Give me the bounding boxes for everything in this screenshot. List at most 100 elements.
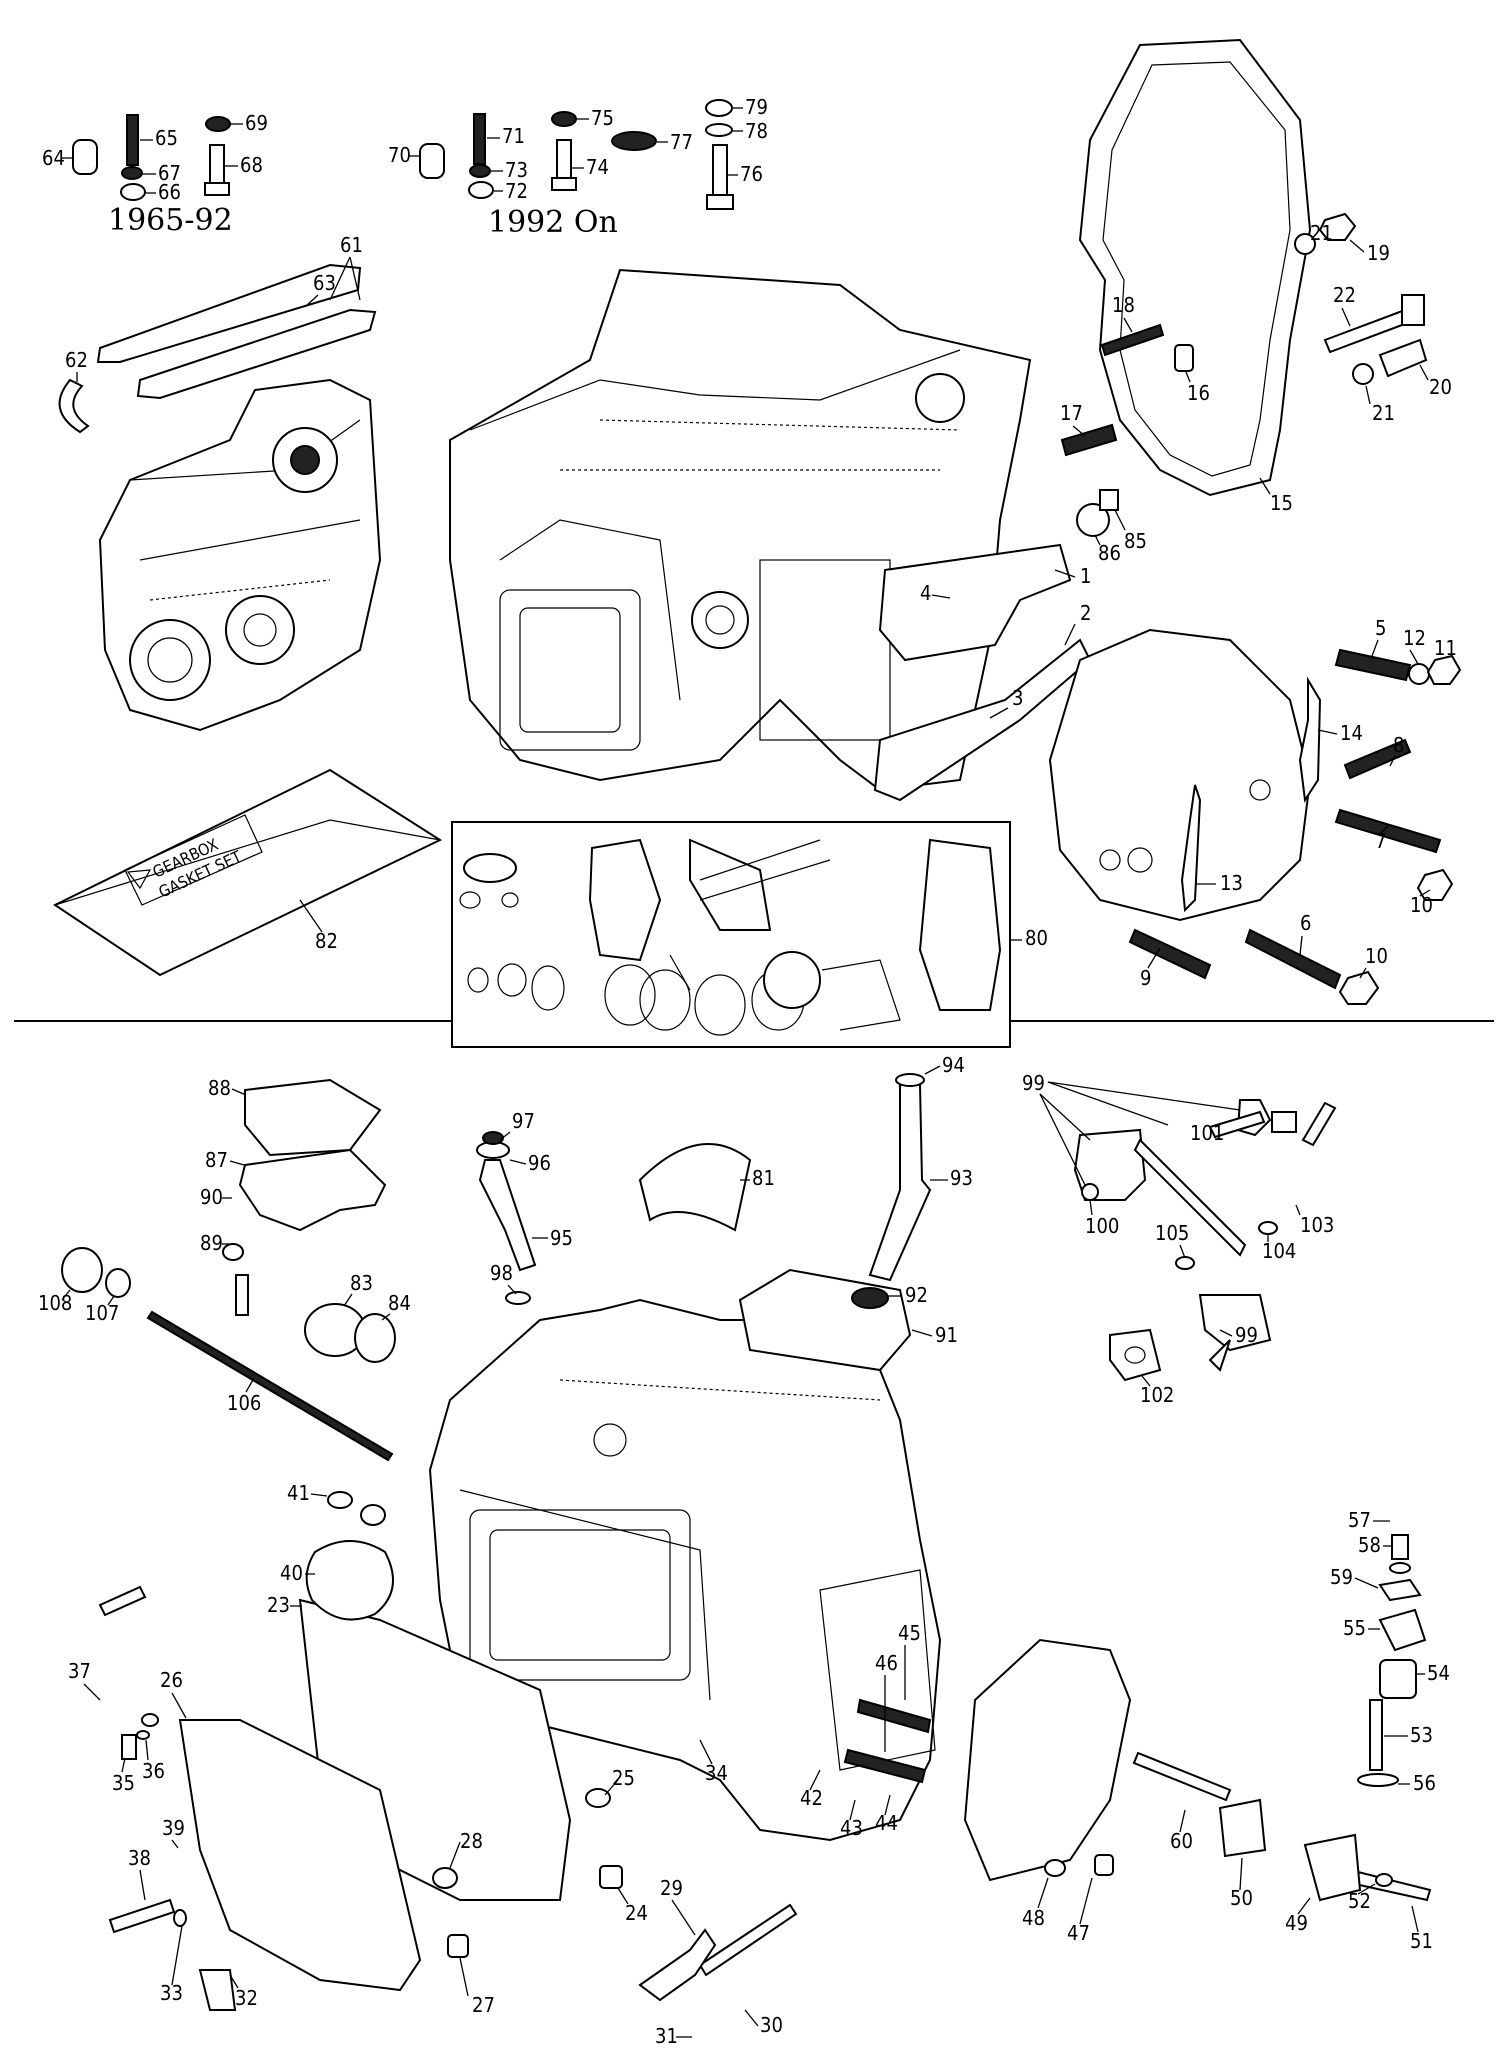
label-87: 87 [205, 1148, 228, 1172]
label-69: 69 [245, 111, 268, 135]
label-89: 89 [200, 1231, 223, 1255]
label-12: 12 [1403, 626, 1426, 650]
label-54: 54 [1427, 1661, 1450, 1685]
label-78: 78 [745, 119, 768, 143]
label-33: 33 [160, 1981, 183, 2005]
label-59: 59 [1330, 1565, 1353, 1589]
side-cover-gasket-15 [1078, 38, 1312, 497]
label-21a: 21 [1310, 221, 1333, 245]
label-94: 94 [942, 1053, 965, 1077]
label-58: 58 [1358, 1533, 1381, 1557]
label-41: 41 [287, 1481, 310, 1505]
label-104: 104 [1262, 1239, 1296, 1263]
caption-1992-on: 1992 On [488, 205, 618, 240]
label-25: 25 [612, 1766, 635, 1790]
label-102: 102 [1140, 1383, 1174, 1407]
label-16: 16 [1187, 381, 1210, 405]
plug-108 [61, 1247, 103, 1293]
label-17: 17 [1060, 401, 1083, 425]
label-6: 6 [1300, 911, 1311, 935]
label-55: 55 [1343, 1616, 1366, 1640]
fastener-group-1965-92 [72, 114, 231, 201]
label-103: 103 [1300, 1213, 1334, 1237]
label-30: 30 [760, 2013, 783, 2037]
brake-band-81 [638, 1143, 752, 1232]
label-100: 100 [1085, 1214, 1119, 1238]
label-96: 96 [528, 1151, 551, 1175]
label-24: 24 [625, 1901, 648, 1925]
label-52: 52 [1348, 1889, 1371, 1913]
label-93: 93 [950, 1166, 973, 1190]
caption-1965-92: 1965-92 [108, 203, 233, 238]
label-32: 32 [235, 1986, 258, 2010]
seal-ring-62 [58, 378, 90, 434]
label-64: 64 [42, 146, 65, 170]
label-11: 11 [1434, 636, 1457, 660]
label-71: 71 [502, 124, 525, 148]
label-21b: 21 [1372, 401, 1395, 425]
bracket-32 [198, 1969, 237, 2011]
label-61: 61 [340, 233, 363, 257]
label-73: 73 [505, 158, 528, 182]
label-74: 74 [586, 155, 609, 179]
label-22: 22 [1333, 283, 1356, 307]
label-80: 80 [1025, 926, 1048, 950]
label-57: 57 [1348, 1508, 1371, 1532]
label-15: 15 [1270, 491, 1293, 515]
label-42: 42 [800, 1786, 823, 1810]
rear-housing-lower [963, 1638, 1132, 1882]
fastener-group-1992-on [419, 99, 734, 210]
label-97: 97 [512, 1109, 535, 1133]
gasket-88 [244, 1078, 382, 1157]
label-108: 108 [38, 1291, 72, 1315]
label-19: 19 [1367, 241, 1390, 265]
label-82: 82 [315, 929, 338, 953]
label-51: 51 [1410, 1929, 1433, 1953]
gasket-1 [878, 543, 1072, 662]
label-91: 91 [935, 1323, 958, 1347]
assembled-gearbox-illustration [98, 378, 382, 732]
label-47: 47 [1067, 1921, 1090, 1945]
label-53: 53 [1410, 1723, 1433, 1747]
label-40: 40 [280, 1561, 303, 1585]
label-79: 79 [745, 95, 768, 119]
bracket-29 [638, 1928, 717, 2002]
gasket-set-box [451, 821, 1011, 1048]
label-20: 20 [1429, 375, 1452, 399]
label-14: 14 [1340, 721, 1363, 745]
main-casing-illustration [449, 268, 1032, 792]
label-95: 95 [550, 1226, 573, 1250]
label-76: 76 [740, 162, 763, 186]
label-99a: 99 [1022, 1071, 1045, 1095]
part-labels: 64 65 67 66 69 68 70 71 73 72 75 74 77 7… [38, 95, 1457, 2048]
label-38: 38 [128, 1846, 151, 1870]
gasket-strips-61 [96, 263, 377, 400]
label-77: 77 [670, 130, 693, 154]
label-67: 67 [158, 161, 181, 185]
label-27: 27 [472, 1993, 495, 2017]
label-8: 8 [1393, 733, 1404, 757]
side-cover-26 [178, 1719, 422, 1992]
label-66: 66 [158, 180, 181, 204]
label-5: 5 [1375, 616, 1386, 640]
label-99b: 99 [1235, 1323, 1258, 1347]
housing-87 [238, 1148, 387, 1232]
label-75: 75 [591, 106, 614, 130]
gasket-2 [873, 638, 1092, 802]
label-63: 63 [313, 271, 336, 295]
label-101: 101 [1190, 1121, 1224, 1145]
label-37: 37 [68, 1659, 91, 1683]
label-45: 45 [898, 1621, 921, 1645]
label-90: 90 [200, 1185, 223, 1209]
label-43: 43 [840, 1816, 863, 1840]
label-88: 88 [208, 1076, 231, 1100]
label-60: 60 [1170, 1829, 1193, 1853]
label-9: 9 [1140, 966, 1151, 990]
gasket-40 [305, 1540, 394, 1621]
linkage-99 [1073, 1128, 1147, 1201]
label-72: 72 [505, 179, 528, 203]
label-10b: 10 [1365, 944, 1388, 968]
label-65: 65 [155, 126, 178, 150]
label-39: 39 [162, 1816, 185, 1840]
